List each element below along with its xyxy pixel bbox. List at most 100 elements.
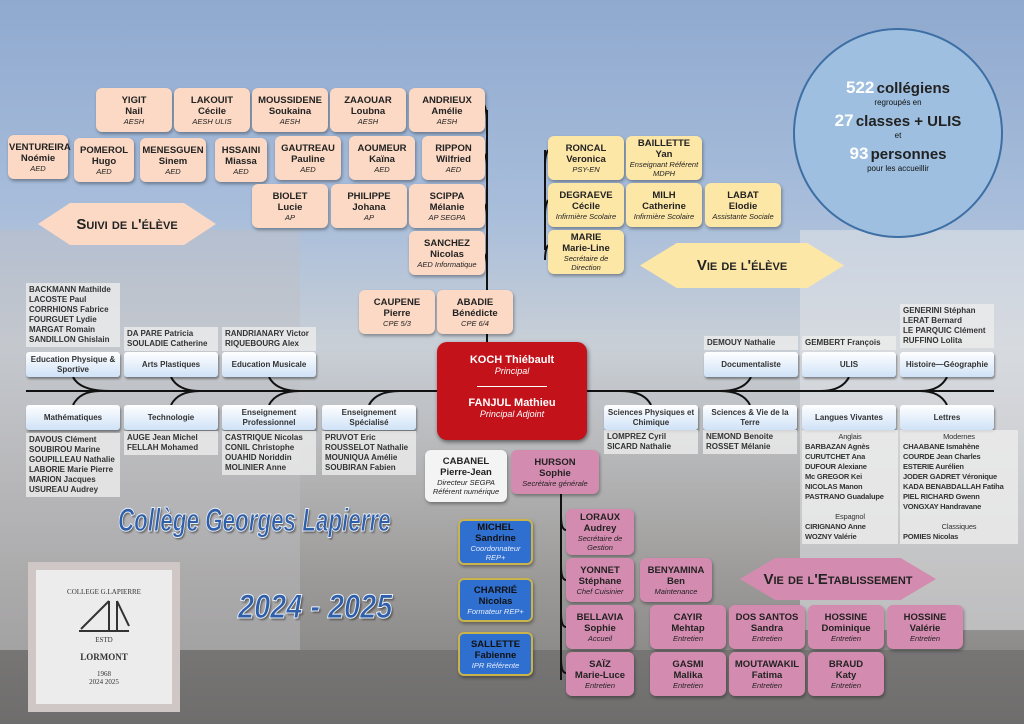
section-vie-etablissement: Vie de l'Etablissement	[740, 558, 936, 600]
section-label: Vie de l'Etablissement	[763, 570, 913, 588]
person-first-name: Marie-Line	[562, 243, 610, 254]
school-year: 2024 - 2025	[238, 588, 393, 627]
students-label: collégiens	[876, 80, 950, 97]
subject-header: Mathématiques	[26, 405, 120, 430]
logo-estd: ESTD	[95, 636, 113, 644]
person-first-name: Sinem	[158, 155, 188, 167]
subject-header: Enseignement Professionnel	[222, 405, 316, 430]
member-name: LACOSTE Paul	[29, 295, 87, 304]
person-first-name: Amélie	[431, 105, 463, 117]
person-role: Infirmière Scolaire	[555, 211, 617, 221]
member-name: LABORIE Marie Pierre	[29, 465, 114, 474]
person-role: Coordonnateur REP+	[470, 544, 521, 562]
person-last-name: RIPPON	[435, 142, 472, 154]
member-name: BACKMANN Mathilde	[29, 285, 111, 294]
section-suivi-eleve: Suivi de l'élève	[38, 203, 216, 245]
logo-top-text: COLLEGE G.LAPIERRE	[67, 588, 141, 596]
section-vie-eleve: Vie de l'élève	[640, 243, 844, 288]
person-last-name: ABADIE	[456, 296, 494, 308]
member-name: LERAT Bernard	[903, 316, 962, 325]
member-group-label: Classiques	[941, 522, 977, 531]
person-role: Secrétaire de Direction	[563, 254, 609, 272]
member-name: ROSSET Mélanie	[706, 442, 771, 451]
divider	[477, 386, 547, 387]
subject-header: Langues Vivantes	[802, 405, 896, 430]
subject-header: Arts Plastiques	[124, 352, 218, 377]
person-first-name: Hugo	[91, 155, 117, 167]
member-name: SOULADIE Catherine	[127, 339, 208, 348]
person-last-name: BRAUD	[828, 658, 864, 670]
person-role: Infirmière Scolaire	[633, 211, 695, 221]
person-last-name: BENYAMINA	[647, 564, 705, 576]
member-name: VONGXAY Handravane	[903, 502, 982, 511]
subject-header: Education Physique & Sportive	[26, 352, 120, 377]
person-role: AED	[445, 164, 462, 174]
person-last-name: MICHEL	[477, 522, 514, 533]
section-label: Suivi de l'élève	[76, 215, 178, 233]
member-name: NICOLAS Manon	[805, 482, 863, 491]
person-last-name: YIGIT	[121, 94, 147, 106]
person-role: Entretien	[751, 680, 783, 690]
person-last-name: AOUMEUR	[357, 142, 407, 154]
member-name: CORRHIONS Fabrice	[29, 305, 109, 314]
person-last-name: LAKOUIT	[190, 94, 234, 106]
person-first-name: Kaïna	[369, 153, 395, 165]
member-name: MOLINIER Anne	[225, 463, 287, 472]
grouped-text: regroupés en	[874, 98, 922, 107]
subject-header: Enseignement Spécialisé	[322, 405, 416, 430]
member-name: COURDE Jean Charles	[903, 452, 981, 461]
person-first-name: Catherine	[642, 200, 686, 212]
person-role: Entretien	[830, 633, 862, 643]
member-name: JODER GADRET Véronique	[903, 472, 997, 481]
member-name: KADA BENABDALLAH Fatiha	[903, 482, 1004, 491]
person-first-name: Dominique	[821, 622, 871, 634]
person-last-name: GAUTREAU	[281, 142, 335, 154]
member-group-label: Modernes	[943, 432, 975, 441]
member-name: SOUBIRAN Fabien	[325, 463, 396, 472]
person-first-name: Pierre	[383, 307, 411, 319]
person-last-name: BIOLET	[272, 190, 308, 202]
member-name: OUAHID Noriddin	[225, 453, 292, 462]
member-name: LE PARQUIC Clément	[903, 326, 986, 335]
member-name: DA PARE Patricia	[127, 329, 194, 338]
subject-members: GEMBERT François	[802, 336, 896, 350]
member-name: LOMPREZ Cyril	[607, 432, 667, 441]
person-role: Assistante Sociale	[712, 211, 774, 221]
member-name: CHAABANE Ismahène	[903, 442, 980, 451]
person-last-name: CAYIR	[673, 611, 703, 623]
person-role: Directeur SEGPA Référent numérique	[432, 478, 500, 496]
welcome-text: pour les accueillir	[867, 164, 929, 173]
member-name: Mc GREGOR Kei	[805, 472, 862, 481]
member-name: SICARD Nathalie	[607, 442, 672, 451]
person-last-name: CHARRIÉ	[473, 584, 518, 596]
person-role: CPE 6/4	[461, 318, 489, 328]
person-last-name: HURSON	[534, 456, 576, 468]
member-name: GOUPILLEAU Nathalie	[29, 455, 115, 464]
member-name: FOURGUET Lydie	[29, 315, 97, 324]
person-role: Entretien	[751, 633, 783, 643]
person-first-name: Mehtap	[671, 622, 705, 634]
subject-header: Education Musicale	[222, 352, 316, 377]
